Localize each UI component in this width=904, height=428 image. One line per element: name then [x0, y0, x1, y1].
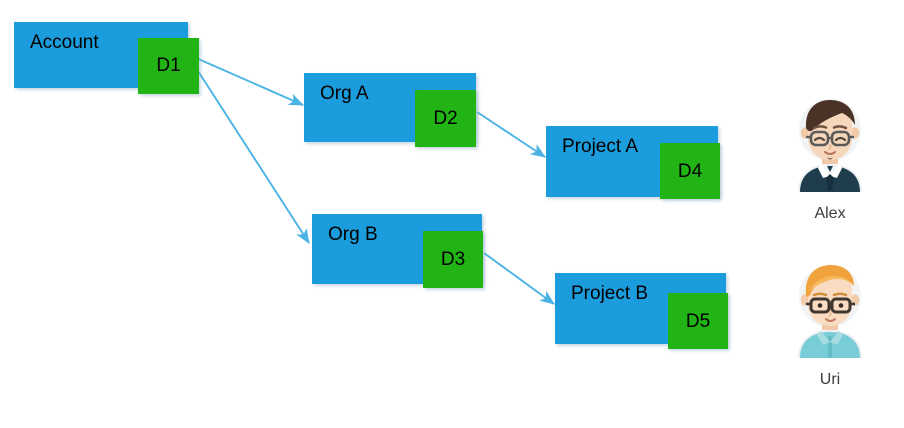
edge-org-a-to-project-a: [476, 111, 546, 158]
node-org-b-label: Org B: [328, 224, 378, 245]
edge-account-to-org-a: [186, 53, 305, 106]
edge-account-to-org-b: [186, 53, 310, 244]
node-project-b[interactable]: D5 Project B: [555, 273, 735, 353]
node-org-a[interactable]: D2 Org A: [304, 73, 479, 151]
badge-d3-label: D3: [440, 249, 466, 270]
node-project-b-label: Project B: [571, 283, 649, 304]
edge-org-b-to-project-b: [483, 252, 555, 305]
node-project-a-label: Project A: [562, 136, 639, 157]
badge-d2[interactable]: D2: [415, 90, 476, 147]
badge-d4-label: D4: [677, 161, 703, 182]
badge-d3[interactable]: D3: [423, 231, 483, 288]
uri-name-label: Uri: [819, 371, 841, 388]
node-account[interactable]: D1 Account: [14, 22, 199, 100]
person-uri[interactable]: Uri: [782, 262, 878, 390]
badge-d5-label: D5: [685, 311, 711, 332]
alex-avatar-icon: [782, 96, 878, 192]
badge-d4[interactable]: D4: [660, 143, 720, 199]
badge-d2-label: D2: [433, 108, 458, 129]
node-org-a-label: Org A: [320, 83, 369, 104]
uri-avatar-icon: [782, 262, 878, 358]
badge-d1-label: D1: [156, 55, 181, 76]
node-project-a[interactable]: D4 Project A: [546, 126, 726, 206]
alex-name-label: Alex: [814, 205, 846, 222]
node-account-label: Account: [30, 32, 99, 53]
node-org-b[interactable]: D3 Org B: [312, 214, 487, 292]
person-alex[interactable]: Alex: [782, 96, 878, 224]
badge-d1[interactable]: D1: [138, 38, 199, 94]
badge-d5[interactable]: D5: [668, 293, 728, 349]
